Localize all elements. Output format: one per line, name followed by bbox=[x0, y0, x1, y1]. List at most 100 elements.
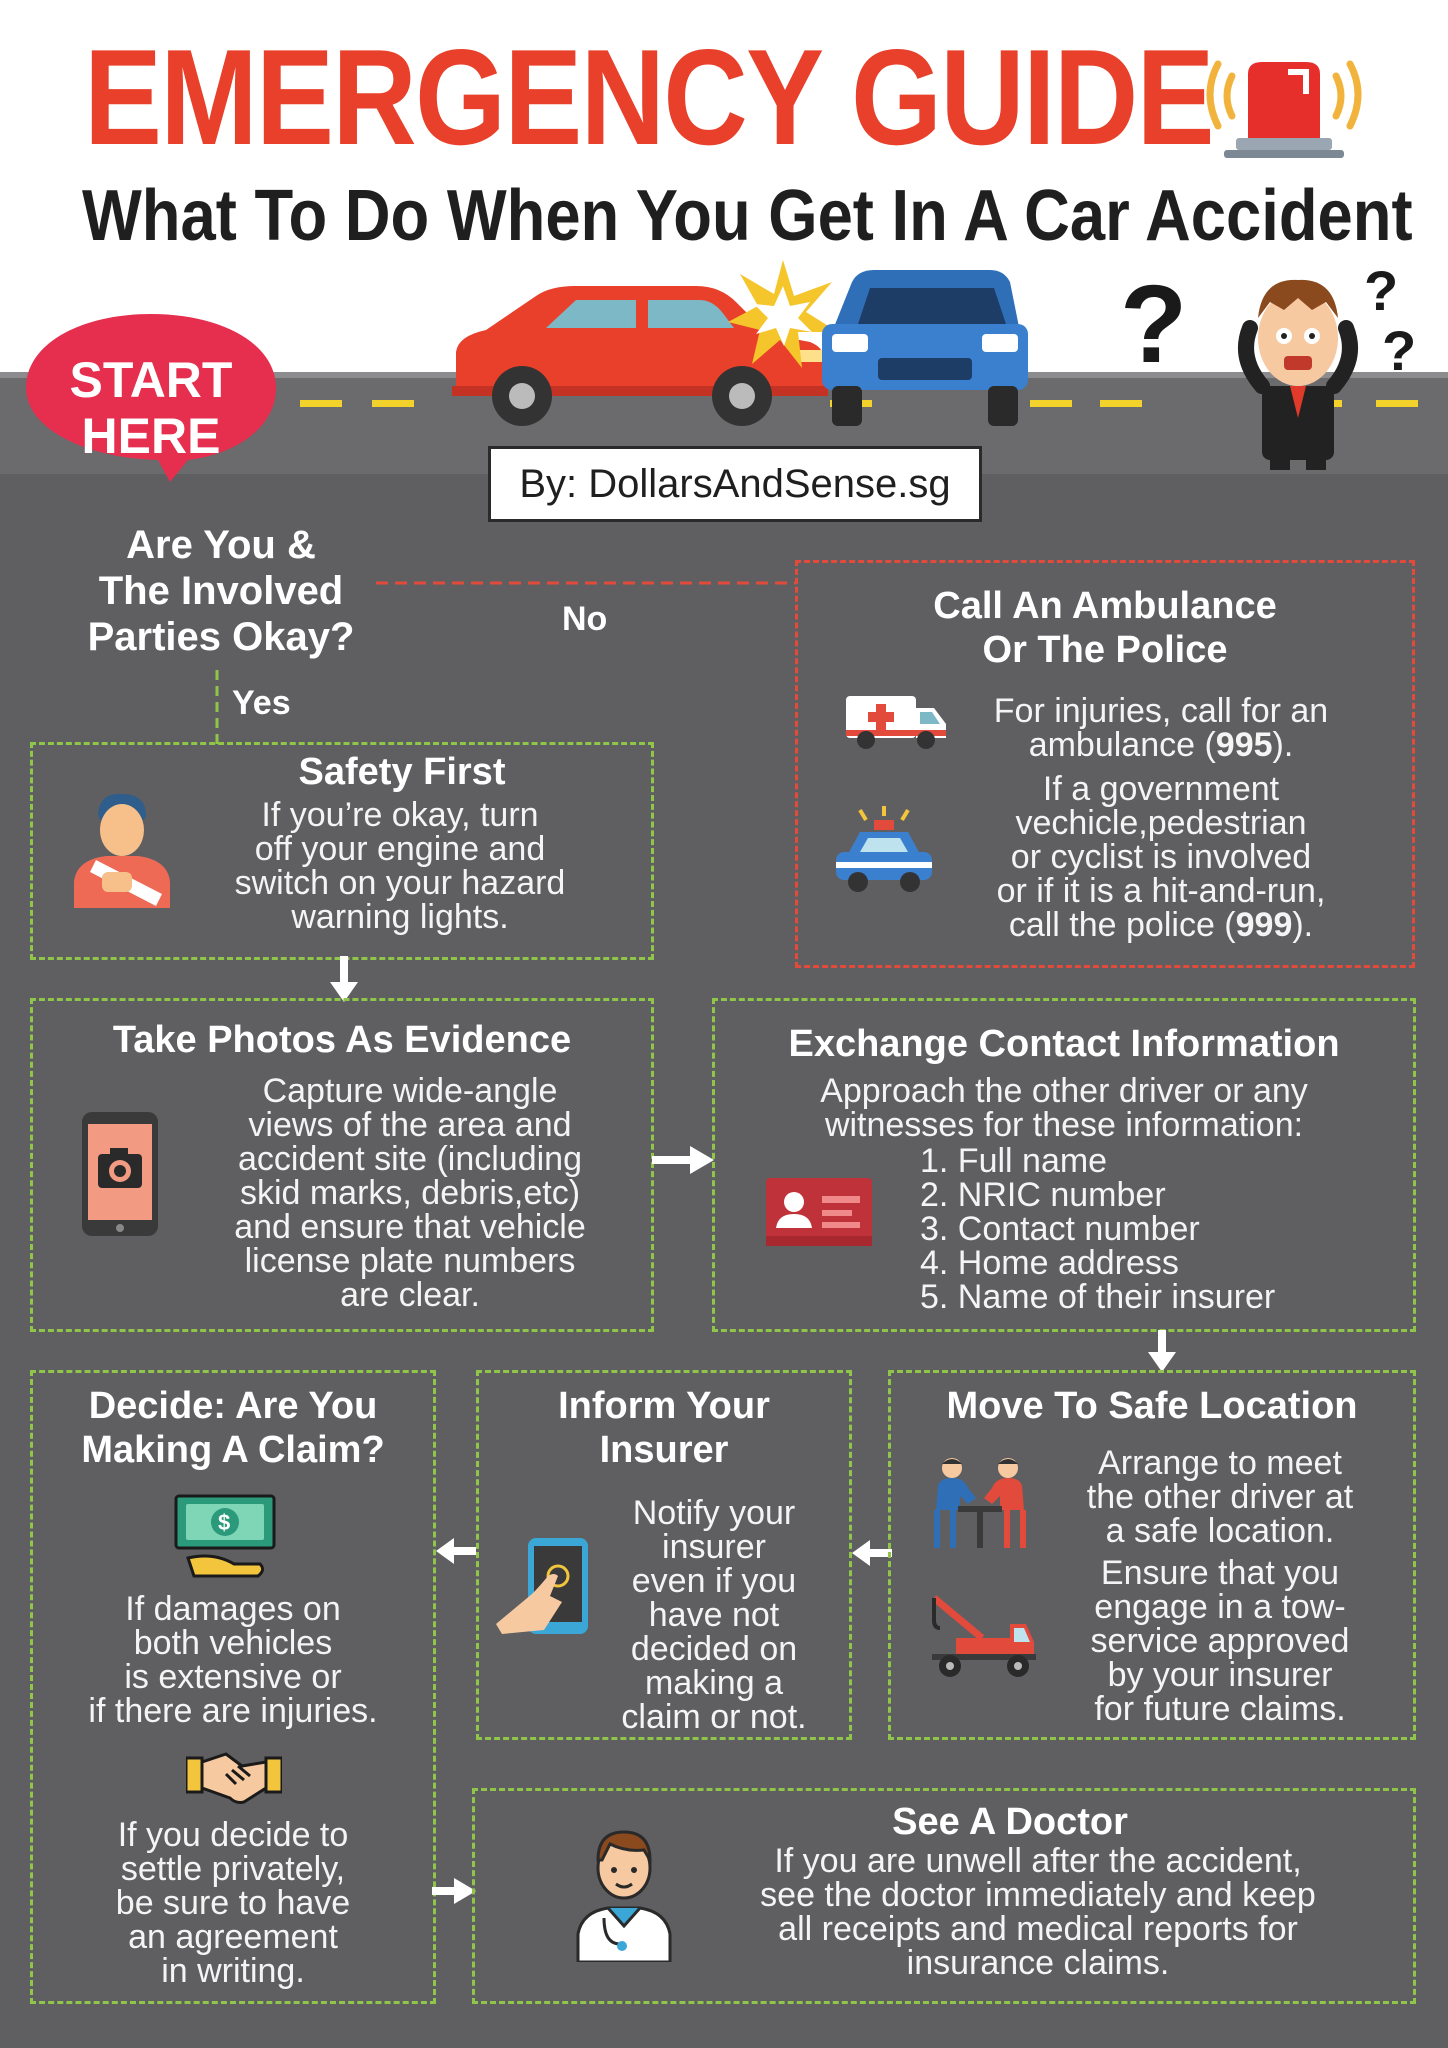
text-line: vechicle,pedestrian bbox=[1015, 804, 1307, 842]
no-label: No bbox=[562, 600, 608, 638]
see-doctor-text: If you are unwell after the accident, se… bbox=[696, 1844, 1380, 1980]
start-label-line1: START bbox=[69, 352, 233, 408]
tap-phone-icon bbox=[496, 1538, 588, 1634]
police-car-icon bbox=[836, 806, 932, 892]
text-line: accident site (including bbox=[238, 1140, 582, 1178]
handshake-icon bbox=[186, 1752, 282, 1804]
text-line: all receipts and medical reports for bbox=[778, 1910, 1298, 1948]
page-title: EMERGENCY GUIDE bbox=[84, 21, 1215, 173]
text-line: both vehicles bbox=[133, 1624, 333, 1662]
police-text: If a government vechicle,pedestrian or c… bbox=[952, 772, 1370, 942]
text-line: ambulance (995). bbox=[956, 728, 1366, 762]
text-line: engage in a tow- bbox=[1094, 1588, 1346, 1626]
text-line: even if you bbox=[631, 1562, 797, 1600]
text-line: a safe location. bbox=[1105, 1512, 1335, 1550]
safety-first-title: Safety First bbox=[298, 751, 506, 793]
text-line: see the doctor immediately and keep bbox=[760, 1876, 1316, 1914]
arrow-left-icon bbox=[852, 1540, 892, 1566]
start-label-line2: HERE bbox=[81, 408, 221, 464]
inform-insurer-text: Notify your insurer even if you have not… bbox=[594, 1496, 834, 1734]
title-line: Inform Your bbox=[558, 1385, 770, 1427]
text-line: off your engine and bbox=[254, 830, 546, 868]
question-line: Parties Okay? bbox=[87, 615, 355, 659]
road-marking bbox=[1376, 400, 1418, 407]
text-line: skid marks, debris,etc) bbox=[239, 1174, 581, 1212]
text-line: an agreement bbox=[128, 1918, 338, 1956]
text-fragment: ambulance ( bbox=[1028, 726, 1216, 764]
list-item: 3. Contact number bbox=[920, 1210, 1200, 1248]
arrow-down-icon bbox=[1148, 1330, 1176, 1372]
text-line: call the police (999). bbox=[952, 908, 1370, 942]
text-line: making a bbox=[645, 1664, 783, 1702]
list-item: 1. Full name bbox=[920, 1142, 1108, 1180]
police-number: 999 bbox=[1235, 906, 1293, 944]
question-line: The Involved bbox=[98, 569, 344, 613]
money-hand-icon: $ bbox=[174, 1494, 276, 1578]
text-line: If you are unwell after the accident, bbox=[774, 1842, 1302, 1880]
text-line: Arrange to meet bbox=[1098, 1444, 1342, 1482]
text-fragment: ). bbox=[1292, 906, 1314, 944]
call-ambulance-box bbox=[795, 560, 1415, 968]
text-line: are clear. bbox=[340, 1276, 480, 1314]
text-line: by your insurer bbox=[1107, 1656, 1333, 1694]
move-safe-location-title: Move To Safe Location bbox=[946, 1385, 1358, 1427]
text-line: If you decide to bbox=[117, 1816, 349, 1854]
question-line: Are You & bbox=[126, 523, 316, 567]
text-line: insurer bbox=[662, 1528, 766, 1566]
blue-car-icon bbox=[822, 270, 1028, 426]
injured-person-icon bbox=[74, 793, 170, 908]
text-line: switch on your hazard bbox=[234, 864, 566, 902]
move-safe-location-box bbox=[888, 1370, 1416, 1740]
text-line: service approved bbox=[1090, 1622, 1350, 1660]
arrow-down-icon bbox=[330, 956, 358, 1002]
text-line: settle privately, bbox=[120, 1850, 346, 1888]
inform-insurer-box bbox=[476, 1370, 852, 1740]
settle-privately-text: If you decide to settle privately, be su… bbox=[40, 1818, 426, 1988]
text-line: decided on bbox=[630, 1630, 798, 1668]
text-line: and ensure that vehicle bbox=[234, 1208, 586, 1246]
meeting-icon bbox=[934, 1458, 1026, 1548]
exchange-contact-title: Exchange Contact Information bbox=[788, 1023, 1340, 1065]
text-line: If you’re okay, turn bbox=[261, 796, 539, 834]
arrow-right-icon bbox=[432, 1878, 476, 1904]
siren-icon bbox=[1206, 60, 1362, 158]
text-line: have not bbox=[648, 1596, 780, 1634]
start-here-label: START HERE bbox=[40, 352, 262, 464]
doctor-icon bbox=[576, 1830, 672, 1962]
svg-text:?: ? bbox=[1364, 259, 1398, 322]
text-line: Approach the other driver or any bbox=[820, 1072, 1308, 1110]
text-line: be sure to have bbox=[115, 1884, 351, 1922]
see-doctor-title: See A Doctor bbox=[892, 1801, 1128, 1843]
exchange-contact-list: 1. Full name 2. NRIC number 3. Contact n… bbox=[920, 1144, 1390, 1314]
text-line: license plate numbers bbox=[244, 1242, 576, 1280]
camera-phone-icon bbox=[82, 1112, 158, 1236]
text-line: or if it is a hit-and-run, bbox=[996, 872, 1326, 910]
start-here-bubble bbox=[26, 314, 276, 482]
byline: By: DollarsAndSense.sg bbox=[488, 446, 982, 522]
text-fragment: call the police ( bbox=[1008, 906, 1236, 944]
title-line: Insurer bbox=[599, 1429, 729, 1471]
text-line: insurance claims. bbox=[906, 1944, 1170, 1982]
text-fragment: ). bbox=[1272, 726, 1294, 764]
text-line: in writing. bbox=[161, 1952, 305, 1990]
tow-service-text: Ensure that you engage in a tow- service… bbox=[1050, 1556, 1390, 1726]
decide-claim-title: Decide: Are You Making A Claim? bbox=[40, 1384, 426, 1472]
page-subtitle: What To Do When You Get In A Car Acciden… bbox=[82, 176, 1413, 256]
ambulance-icon bbox=[846, 696, 946, 749]
list-item: 4. Home address bbox=[920, 1244, 1179, 1282]
text-line: views of the area and bbox=[248, 1106, 572, 1144]
title-line: Call An Ambulance bbox=[933, 585, 1277, 627]
text-line: the other driver at bbox=[1086, 1478, 1354, 1516]
text-line: For injuries, call for an bbox=[993, 692, 1329, 730]
exchange-contact-intro: Approach the other driver or any witness… bbox=[722, 1074, 1406, 1142]
list-item: 2. NRIC number bbox=[920, 1176, 1166, 1214]
tow-truck-icon bbox=[931, 1595, 1036, 1677]
confused-man-icon: ? ? ? bbox=[1120, 259, 1416, 470]
text-line: or cyclist is involved bbox=[1010, 838, 1312, 876]
yes-connector-line bbox=[215, 670, 219, 744]
road-marking bbox=[300, 400, 342, 407]
id-card-icon bbox=[766, 1178, 872, 1246]
text-line: if there are injuries. bbox=[88, 1692, 378, 1730]
svg-text:?: ? bbox=[1382, 319, 1416, 382]
take-photos-box bbox=[30, 998, 654, 1332]
